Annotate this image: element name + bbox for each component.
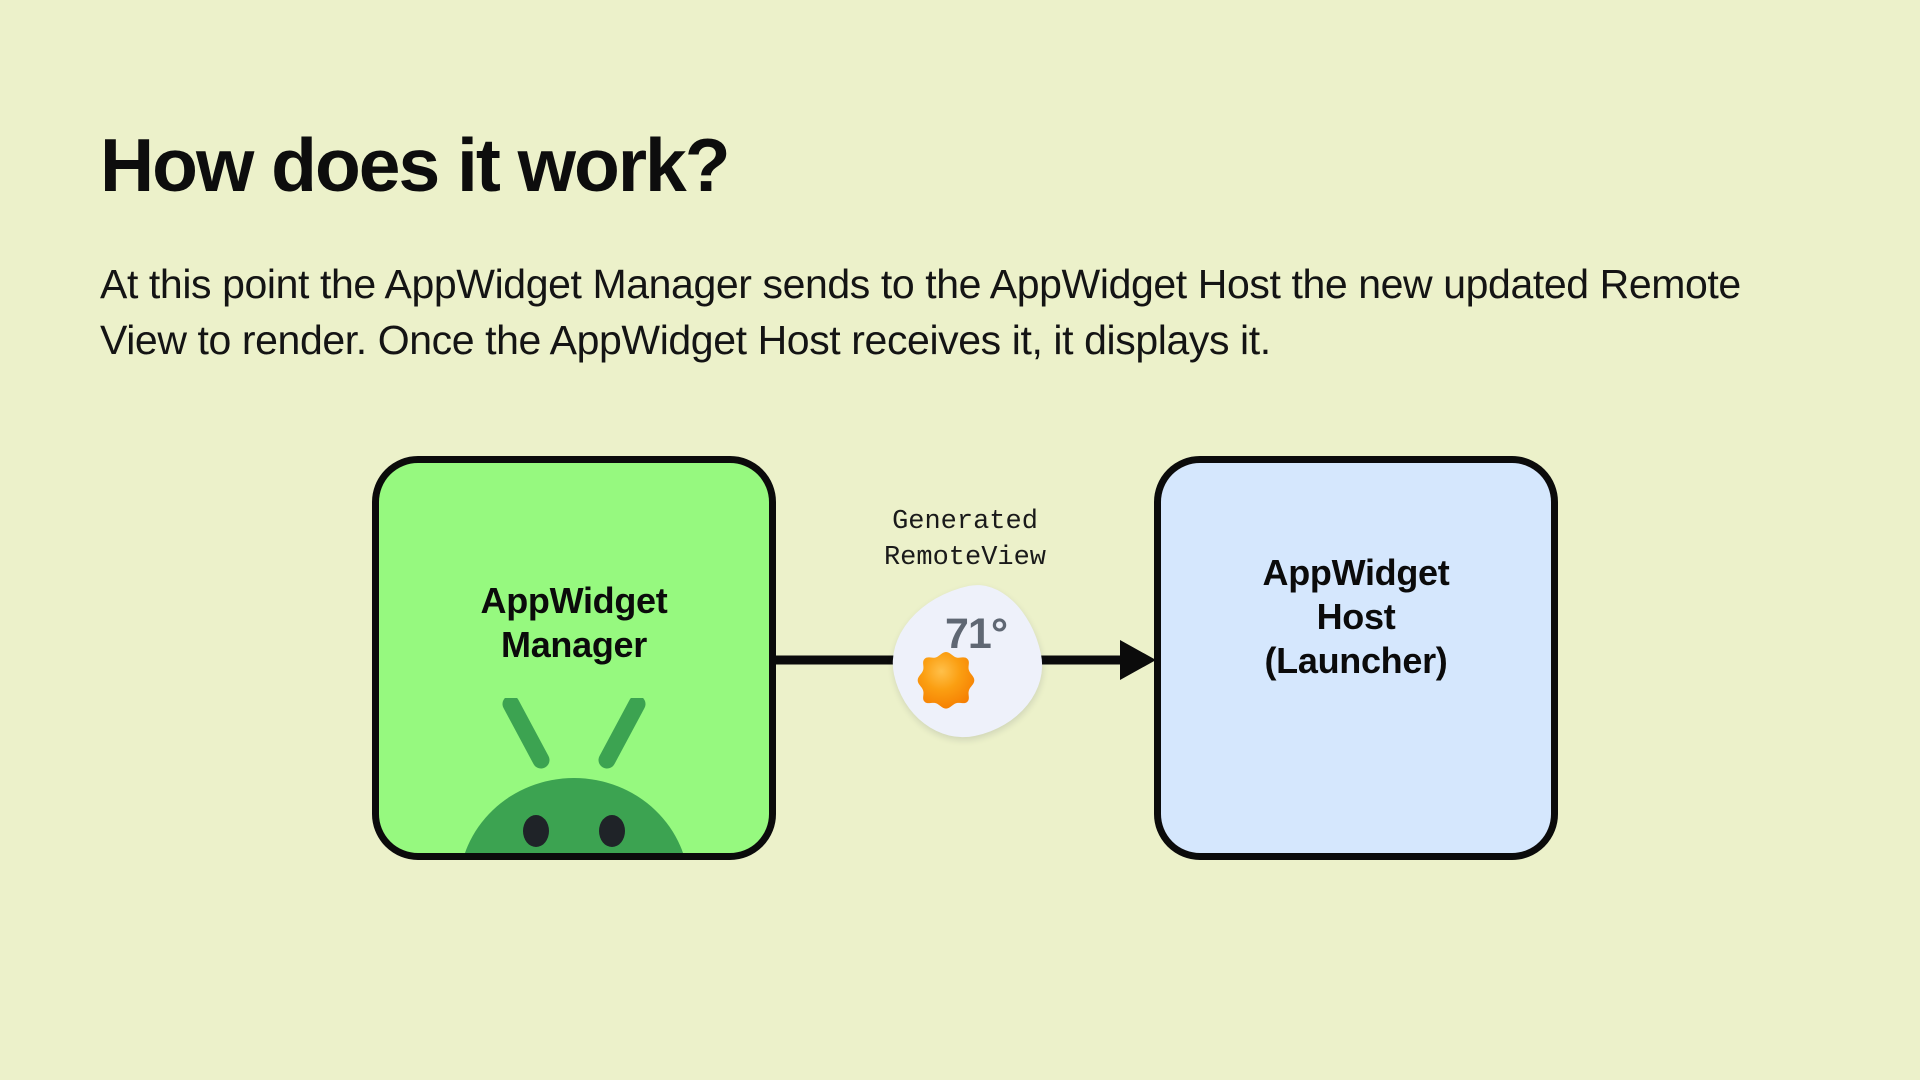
sun-icon — [917, 652, 975, 709]
edge-caption-generated-remoteview: Generated RemoteView — [845, 505, 1085, 577]
weather-widget-chip: 71° — [879, 574, 1055, 750]
node-appwidget-manager-label: AppWidget Manager — [379, 579, 769, 667]
page-title: How does it work? — [100, 123, 731, 208]
node-appwidget-host: AppWidget Host (Launcher) — [1154, 456, 1558, 860]
node-label-line: (Launcher) — [1264, 639, 1448, 681]
node-label-line: AppWidget — [480, 580, 668, 621]
android-robot-icon — [465, 698, 683, 853]
weather-temperature-value: 71° — [944, 610, 1008, 658]
node-label-line: Manager — [501, 623, 647, 665]
node-appwidget-manager: AppWidget Manager — [372, 456, 776, 860]
edge-caption-line: Generated — [892, 507, 1038, 537]
node-appwidget-host-label: AppWidget Host (Launcher) — [1161, 551, 1551, 683]
body-paragraph: At this point the AppWidget Manager send… — [100, 261, 1741, 364]
edge-caption-line: RemoteView — [883, 542, 1047, 573]
arrowhead-icon — [1120, 640, 1156, 680]
node-label-line: AppWidget — [1262, 552, 1450, 593]
node-label-line: Host — [1316, 595, 1396, 637]
